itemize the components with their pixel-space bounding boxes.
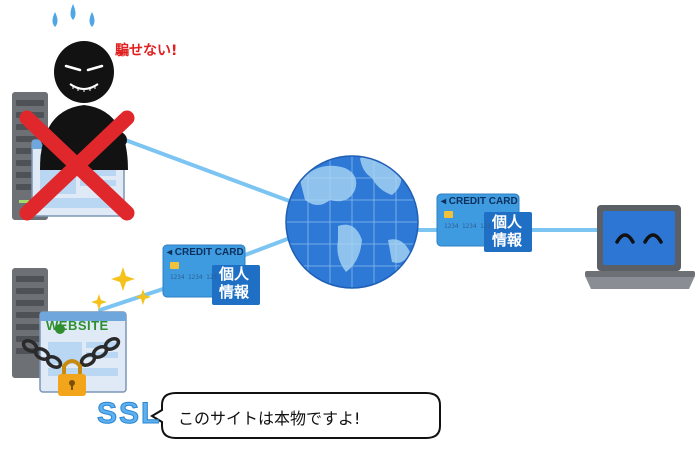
credit-card-icon bbox=[162, 244, 260, 305]
line-globe-to-card bbox=[243, 236, 292, 257]
sweat-drops-icon bbox=[52, 4, 95, 27]
sparkle-icon bbox=[91, 267, 151, 310]
laptop-icon bbox=[585, 205, 695, 289]
card-right-brand: ◂ CREDIT CARD bbox=[441, 196, 518, 207]
chain-icon bbox=[21, 337, 121, 369]
bubble-text: このサイトは本物ですよ! bbox=[178, 409, 361, 428]
website-label: WEBSITE bbox=[46, 318, 109, 333]
card-right-info-line2: 情報 bbox=[492, 231, 523, 249]
phish-warning-label: 騙せない! bbox=[115, 43, 178, 59]
line-fake-to-globe bbox=[110, 133, 302, 207]
globe-icon bbox=[285, 155, 419, 289]
card-left-info-line2: 情報 bbox=[219, 283, 250, 301]
padlock-icon bbox=[58, 359, 86, 396]
speech-bubble-icon bbox=[150, 392, 441, 439]
card-left-info-line1: 個人 bbox=[219, 265, 250, 283]
red-cross-icon bbox=[19, 110, 135, 221]
credit-card-icon bbox=[436, 193, 532, 252]
card-left-number: 1234 1234 123 bbox=[170, 274, 217, 281]
ssl-label: SSL bbox=[96, 397, 162, 431]
card-right-number: 1234 1234 123 bbox=[444, 223, 491, 230]
card-right-info-line1: 個人 bbox=[492, 213, 523, 231]
card-left-brand: ◂ CREDIT CARD bbox=[167, 247, 244, 258]
